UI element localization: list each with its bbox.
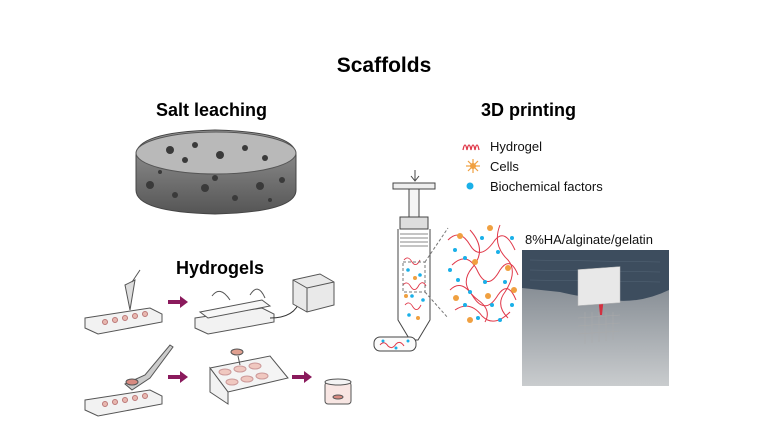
page-title: Scaffolds — [336, 54, 432, 77]
salt-leaching-heading: Salt leaching — [156, 100, 268, 120]
wavy-line-icon — [462, 144, 480, 151]
hydrogel-workflow — [84, 269, 352, 417]
hydrogel-network-zoom — [447, 224, 519, 323]
dot-icon — [466, 182, 474, 190]
legend-hydrogel-label: Hydrogel — [490, 138, 543, 154]
3d-printing-heading: 3D printing — [481, 100, 576, 120]
printed-scaffold-photo — [522, 250, 669, 386]
photo-label: 8%HA/alginate/gelatin — [525, 232, 653, 247]
syringe-diagram — [373, 170, 449, 352]
legend-hydrogel: Hydrogel — [462, 138, 542, 154]
legend-factors-label: Biochemical factors — [490, 178, 603, 194]
cell-star-icon — [466, 159, 480, 173]
legend-cells: Cells — [462, 158, 519, 174]
legend-cells-label: Cells — [490, 158, 519, 174]
legend-biochemical-factors: Biochemical factors — [462, 178, 603, 194]
porous-scaffold-image — [135, 129, 297, 215]
hydrogels-heading: Hydrogels — [176, 258, 265, 278]
